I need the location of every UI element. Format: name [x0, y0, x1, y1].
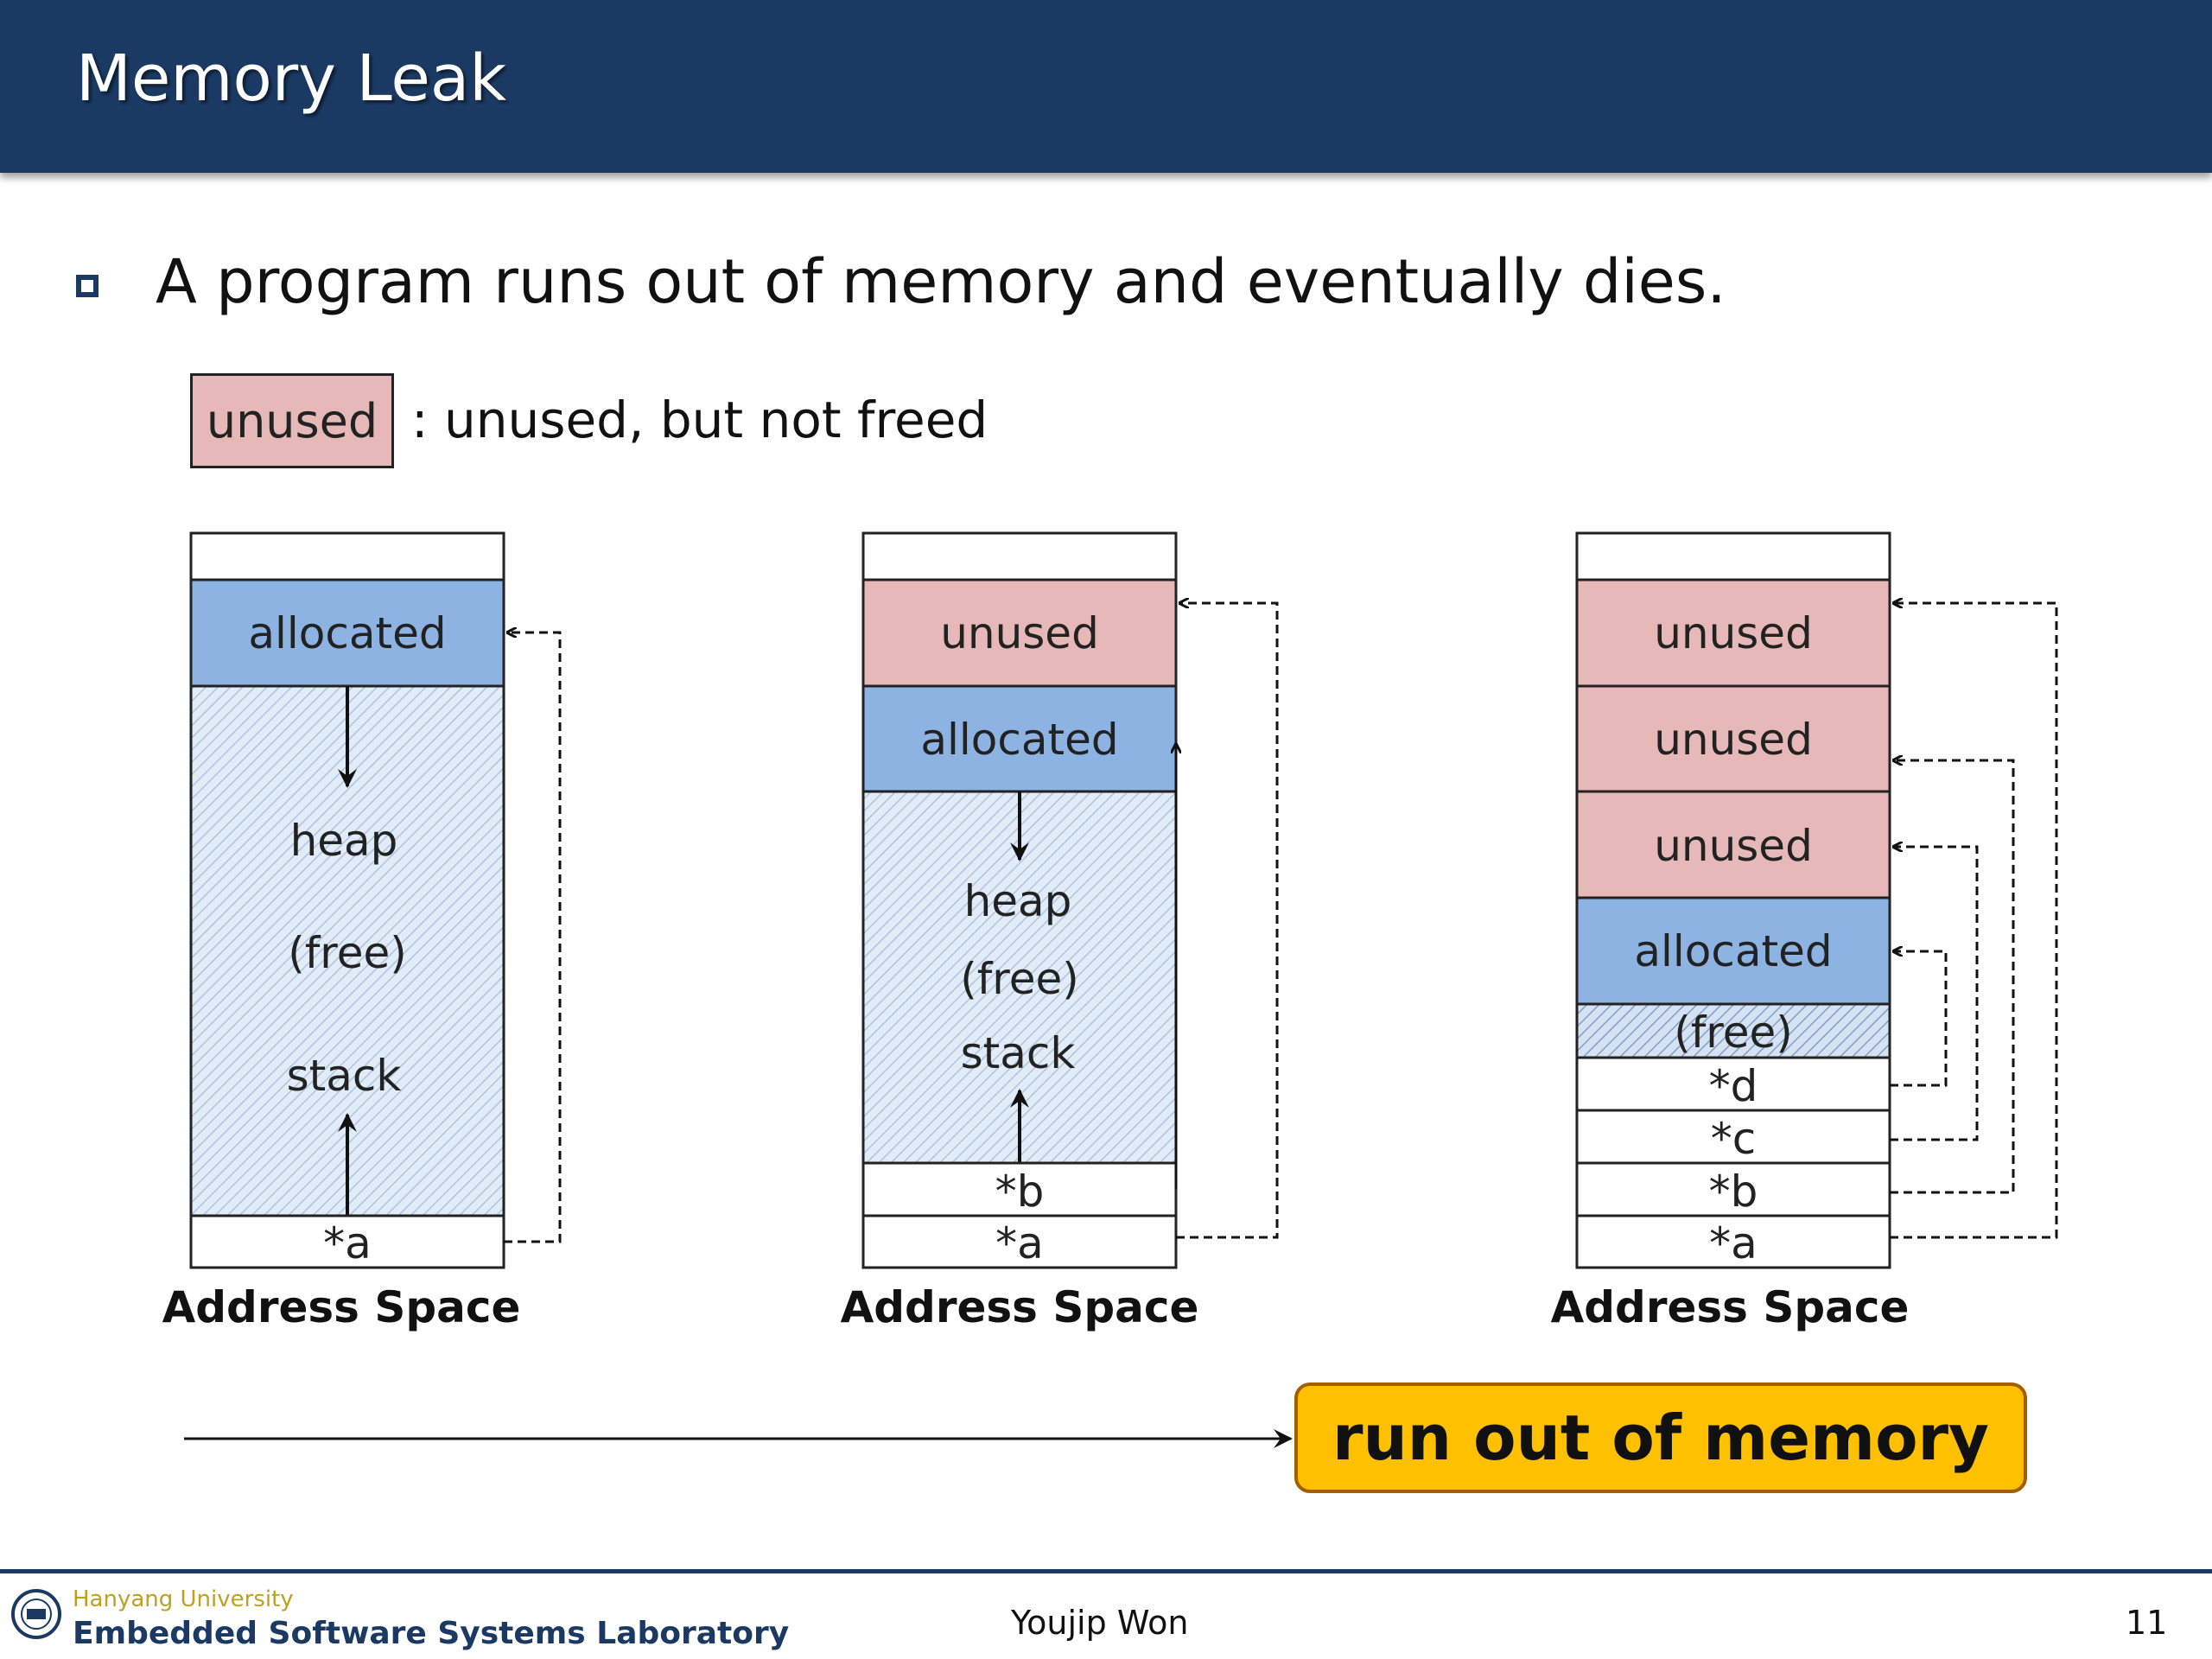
university-name: Hanyang University [73, 1586, 294, 1612]
block-label: unused [1654, 608, 1813, 658]
block-allocated [861, 684, 1178, 793]
pointer-label: *b [995, 1166, 1045, 1217]
slide-title: Memory Leak [76, 41, 507, 116]
legend-unused-box: unused [190, 373, 394, 468]
lab-name: Embedded Software Systems Laboratory [73, 1616, 790, 1651]
university-logo-icon [11, 1589, 61, 1639]
stack-label: stack [961, 1028, 1076, 1078]
heap-label: heap [964, 876, 1072, 926]
diagram-1: allocated heap (free) stack *a Address S… [162, 531, 562, 1332]
free-label: (free) [1674, 1007, 1793, 1058]
free-label: (free) [960, 954, 1079, 1004]
address-space-label: Address Space [1551, 1282, 1910, 1332]
bullet-square-icon [76, 275, 99, 297]
pointer-label: *d [1709, 1061, 1758, 1111]
pointer-slot [1575, 1214, 1891, 1269]
block-label: allocated [920, 715, 1118, 765]
legend-description: : unused, but not freed [411, 391, 988, 449]
block-label: unused [940, 608, 1099, 658]
pointer-label: *a [1709, 1218, 1758, 1268]
diagram-2: unused allocated heap (free) stack *b *a… [841, 531, 1279, 1332]
page-number: 11 [2126, 1604, 2168, 1642]
pointer-label: *a [995, 1218, 1044, 1268]
author: Youjip Won [1011, 1604, 1189, 1642]
pointer-slot [861, 1214, 1178, 1269]
run-out-of-memory-callout: run out of memory [1294, 1382, 2027, 1493]
block-allocated [189, 578, 505, 688]
block-label: allocated [248, 608, 446, 658]
block-unused [861, 578, 1178, 688]
heap-label: heap [290, 816, 398, 866]
free-label: (free) [288, 928, 407, 978]
bullet-text: A program runs out of memory and eventua… [156, 246, 1726, 317]
stack-label: stack [287, 1051, 402, 1101]
pointer-slot [1575, 1109, 1891, 1165]
pointer-label: *c [1711, 1114, 1757, 1164]
block-label: unused [1654, 715, 1813, 765]
address-space-label: Address Space [841, 1282, 1199, 1332]
title-bar: Memory Leak [0, 0, 2212, 173]
footer-divider [0, 1569, 2212, 1573]
block-label: allocated [1634, 926, 1832, 976]
diagram-3: unused unused unused allocated (free) *d… [1551, 531, 2058, 1332]
pointer-label: *a [323, 1218, 372, 1268]
pointer-slot [189, 1214, 505, 1269]
address-space-label: Address Space [162, 1282, 521, 1332]
pointer-label: *b [1709, 1166, 1758, 1217]
pointer-slot [1575, 1161, 1891, 1217]
block-label: unused [1654, 821, 1813, 871]
block-unused [1575, 578, 1891, 688]
block-unused [1575, 684, 1891, 793]
